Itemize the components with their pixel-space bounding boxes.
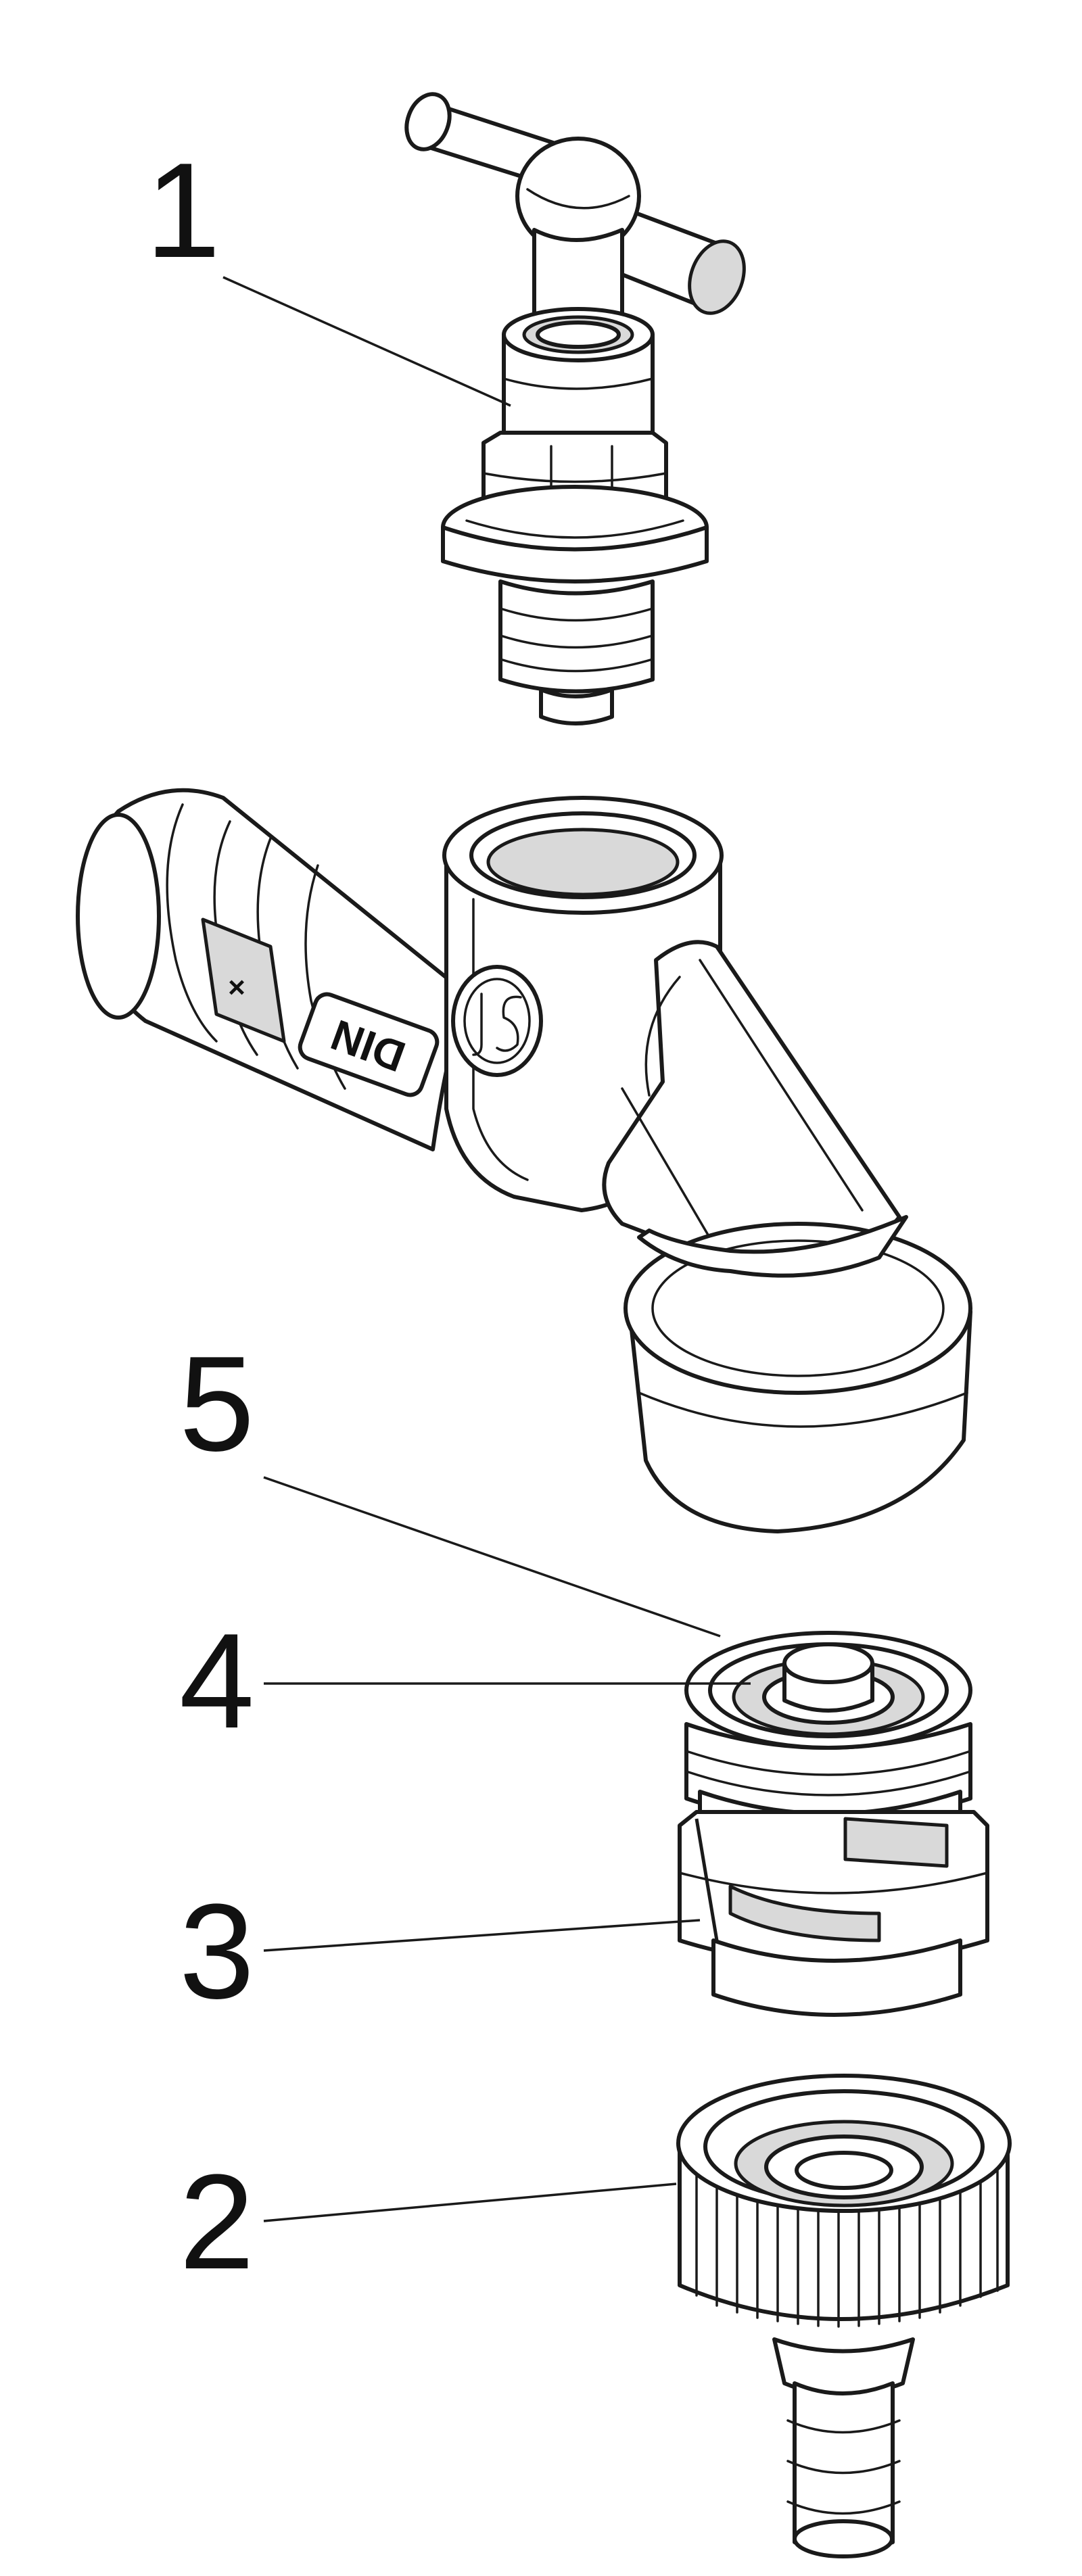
callout-2: 2 bbox=[179, 2147, 254, 2297]
sleeve-window bbox=[843, 1817, 949, 1868]
leader-3 bbox=[263, 1919, 701, 1952]
leader-2 bbox=[263, 2183, 677, 2222]
valve-thread bbox=[498, 579, 655, 694]
part-3-hex-sleeve bbox=[678, 1790, 989, 2017]
inlet-opening bbox=[76, 813, 161, 1020]
part-1-valve-head bbox=[404, 92, 746, 725]
body-cross-mark: × bbox=[228, 971, 245, 1004]
knurl-ribs bbox=[695, 2157, 999, 2328]
tap-body: × DIN bbox=[76, 788, 972, 1533]
callout-1: 1 bbox=[145, 135, 220, 286]
callout-numbers: 1 5 4 3 2 bbox=[145, 135, 254, 2297]
brand-logo-icon bbox=[451, 965, 543, 1077]
leader-5 bbox=[263, 1476, 721, 1638]
leader-1 bbox=[222, 276, 511, 407]
handle-arm-left-end bbox=[404, 92, 452, 151]
part-2-hose-connector bbox=[676, 2074, 1012, 2558]
leader-lines bbox=[222, 276, 751, 2222]
callout-5: 5 bbox=[179, 1329, 254, 1479]
din-label: DIN bbox=[298, 992, 440, 1097]
inlet-hex-flat bbox=[201, 917, 286, 1043]
callout-4: 4 bbox=[179, 1606, 254, 1757]
part-4-5-insert bbox=[684, 1631, 972, 1824]
valve-tip bbox=[539, 688, 614, 725]
callout-3: 3 bbox=[179, 1876, 254, 2027]
handle-arm-right-end bbox=[688, 239, 746, 315]
